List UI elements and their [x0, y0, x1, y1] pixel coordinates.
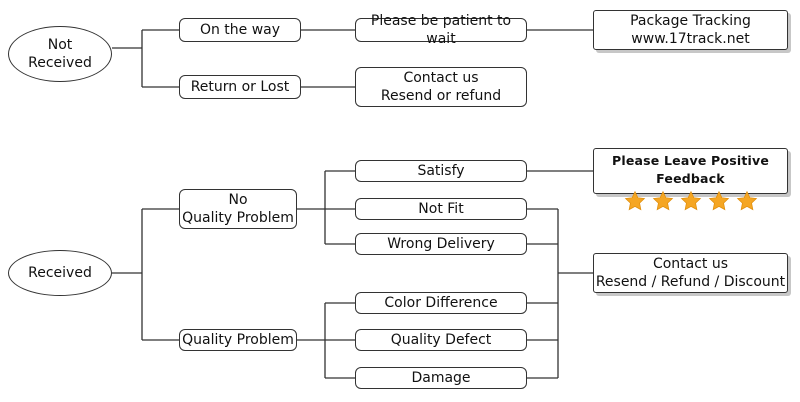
positive-feedback-node: Please Leave Positive Feedback [593, 148, 788, 211]
please-wait-label: Please be patient to wait [370, 13, 512, 47]
star-icon [680, 190, 701, 211]
not-received-line1: Not [47, 37, 73, 53]
package-tracking-url: www.17track.net [631, 31, 750, 47]
no-quality-problem-node: No Quality Problem [179, 189, 297, 229]
damage-label: Damage [411, 370, 471, 386]
received-node: Received [8, 250, 112, 296]
quality-problem-label: Quality Problem [182, 332, 294, 348]
return-or-lost-label: Return or Lost [190, 79, 290, 95]
quality-defect-node: Quality Defect [355, 329, 527, 351]
no-quality-line1: No [228, 192, 248, 208]
wrong-delivery-node: Wrong Delivery [355, 233, 527, 255]
package-tracking-title: Package Tracking [630, 13, 751, 29]
not-fit-label: Not Fit [418, 201, 464, 217]
not-fit-node: Not Fit [355, 198, 527, 220]
on-the-way-label: On the way [199, 22, 281, 38]
on-the-way-node: On the way [179, 18, 301, 42]
satisfy-label: Satisfy [417, 163, 465, 179]
contact-us-label: Contact us [403, 70, 479, 86]
not-received-line2: Received [28, 55, 92, 71]
resend-or-refund-label: Resend or refund [380, 88, 502, 104]
no-quality-line2: Quality Problem [182, 210, 294, 226]
damage-node: Damage [355, 367, 527, 389]
not-received-node: Not Received [8, 26, 112, 82]
contact-us-discount-label: Contact us [652, 256, 729, 272]
contact-resend-refund-discount-node: Contact us Resend / Refund / Discount [593, 253, 788, 293]
color-difference-node: Color Difference [355, 292, 527, 314]
satisfy-node: Satisfy [355, 160, 527, 182]
return-or-lost-node: Return or Lost [179, 75, 301, 99]
color-difference-label: Color Difference [384, 295, 498, 311]
star-icon [624, 190, 645, 211]
rating-stars [624, 190, 758, 212]
contact-resend-refund-node: Contact us Resend or refund [355, 67, 527, 107]
star-icon [708, 190, 729, 211]
quality-defect-label: Quality Defect [390, 332, 492, 348]
quality-problem-node: Quality Problem [179, 329, 297, 351]
wrong-delivery-label: Wrong Delivery [387, 236, 495, 252]
package-tracking-node: Package Tracking www.17track.net [593, 10, 788, 50]
resend-refund-discount-label: Resend / Refund / Discount [595, 274, 786, 290]
star-icon [736, 190, 757, 211]
star-icon [652, 190, 673, 211]
please-wait-node: Please be patient to wait [355, 13, 527, 47]
received-label: Received [28, 265, 92, 281]
positive-feedback-label: Please Leave Positive Feedback [611, 153, 770, 186]
